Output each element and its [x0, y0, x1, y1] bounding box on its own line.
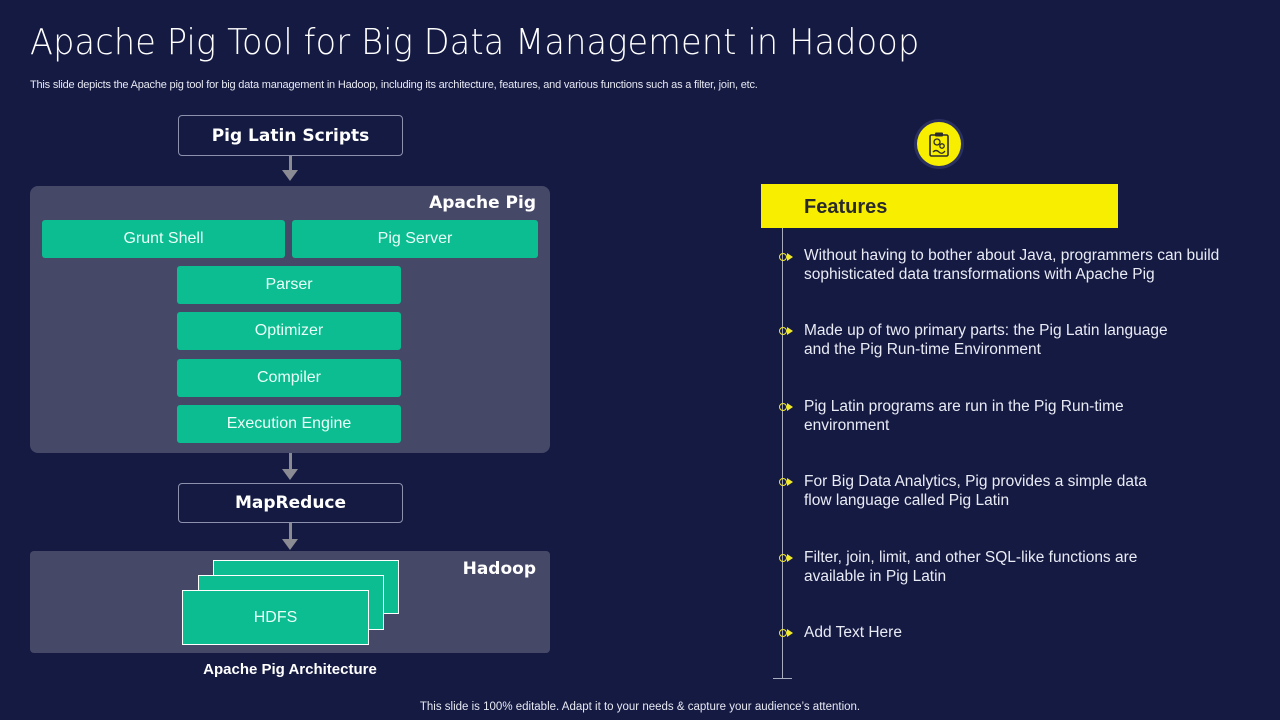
arrow-down-icon [282, 523, 298, 550]
page-title: Apache Pig Tool for Big Data Management … [30, 22, 920, 63]
hdfs-label: HDFS [253, 608, 298, 626]
hadoop-label: Hadoop [462, 559, 536, 579]
timeline-line [782, 228, 783, 679]
compiler-box: Compiler [177, 359, 401, 397]
parser-box: Parser [177, 266, 401, 304]
footer-note: This slide is 100% editable. Adapt it to… [419, 701, 861, 713]
arrow-down-icon [282, 453, 298, 480]
arrow-down-icon [282, 156, 298, 181]
compiler-label: Compiler [256, 369, 321, 386]
pig-server-label: Pig Server [377, 230, 453, 247]
execution-engine-label: Execution Engine [226, 415, 352, 432]
optimizer-label: Optimizer [254, 322, 324, 339]
pig-latin-scripts-box: Pig Latin Scripts [178, 115, 403, 156]
bullet-icon [779, 326, 793, 336]
feature-item-5: Filter, join, limit, and other SQL-like … [804, 549, 1138, 585]
mapreduce-box: MapReduce [178, 483, 403, 523]
grunt-shell-label: Grunt Shell [123, 230, 204, 247]
features-heading: Features [804, 196, 888, 218]
bullet-icon [779, 553, 793, 563]
bullet-icon [779, 252, 793, 262]
clipboard-gears-icon [917, 122, 961, 166]
bullet-icon [779, 402, 793, 412]
grunt-shell-box: Grunt Shell [42, 220, 285, 258]
pig-latin-scripts-label: Pig Latin Scripts [211, 125, 370, 146]
parser-label: Parser [265, 276, 313, 293]
feature-item-1: Without having to bother about Java, pro… [804, 247, 1220, 283]
diagram-caption: Apache Pig Architecture [203, 661, 377, 678]
apache-pig-label: Apache Pig [429, 193, 536, 213]
bullet-icon [779, 477, 793, 487]
hdfs-box: HDFS [182, 590, 369, 645]
bullet-icon [779, 628, 793, 638]
feature-item-6[interactable]: Add Text Here [804, 624, 902, 641]
page-subtitle: This slide depicts the Apache pig tool f… [30, 79, 758, 91]
execution-engine-box: Execution Engine [177, 405, 401, 443]
feature-item-2: Made up of two primary parts: the Pig La… [804, 322, 1168, 358]
pig-server-box: Pig Server [292, 220, 538, 258]
timeline-end-tick [773, 678, 792, 679]
feature-item-4: For Big Data Analytics, Pig provides a s… [804, 473, 1147, 509]
feature-item-3: Pig Latin programs are run in the Pig Ru… [804, 398, 1124, 434]
mapreduce-label: MapReduce [234, 493, 347, 513]
features-header-bar [761, 184, 1118, 228]
optimizer-box: Optimizer [177, 312, 401, 350]
